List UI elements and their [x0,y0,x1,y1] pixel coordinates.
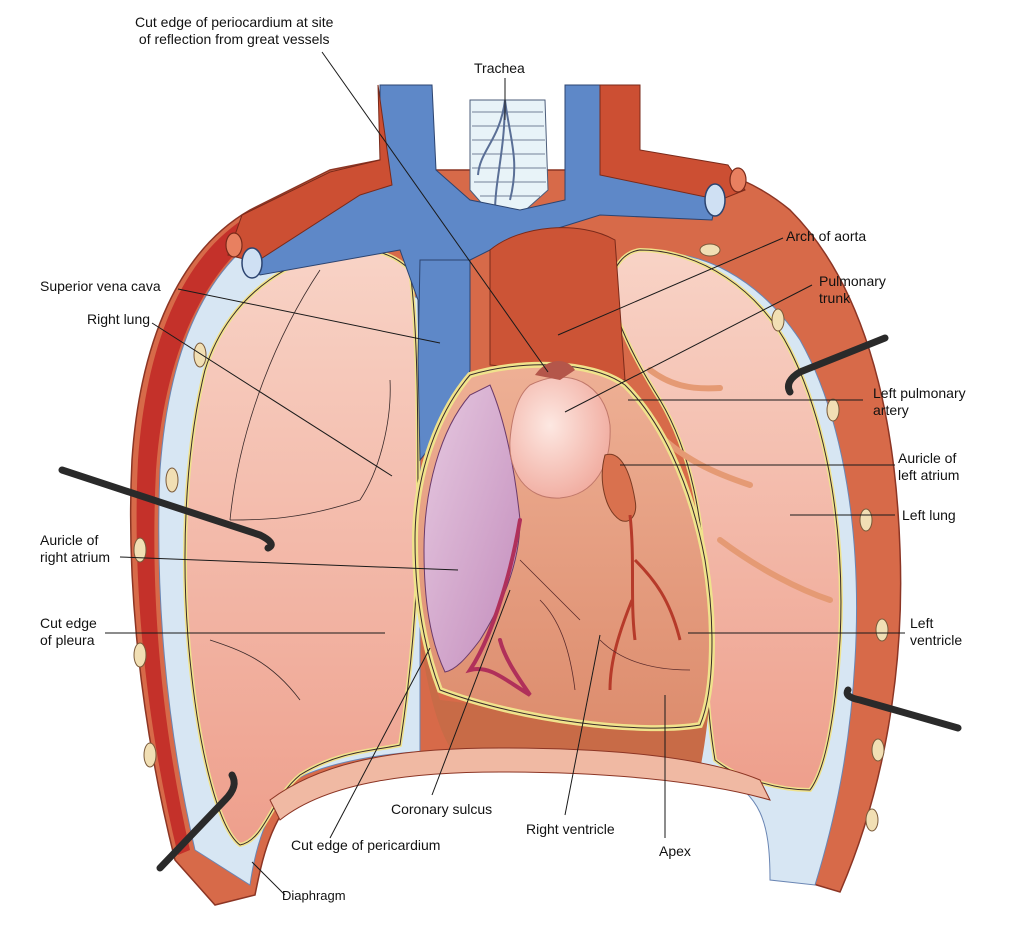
label-pulmonary-trunk-line2: trunk [819,290,851,306]
label-cut-edge-reflection-line2: of reflection from great vessels [138,31,330,47]
label-pulmonary-trunk-line1: Pulmonary [819,273,886,289]
label-cut-edge-pericardium: Cut edge of pericardium [291,837,441,853]
leader-line [431,589,511,796]
label-left-ventricle-line2: ventricle [910,632,963,648]
aortic-arch [489,227,626,381]
rib-stump [133,537,147,563]
rib-stump [875,618,889,642]
retractor-right-top [784,334,889,396]
label-cut-edge-reflection: Cut edge of periocardium at site of refl… [135,14,333,48]
label-cut-edge-pleura-line2: of pleura [40,632,95,648]
label-superior-vena-cava: Superior vena cava [40,278,161,294]
label-auricle-left-atrium-line2: left atrium [898,467,960,483]
leader-line [251,861,286,896]
leader-line [321,51,549,373]
label-left-pulmonary-artery-line1: Left pulmonary [873,385,966,401]
label-right-ventricle: Right ventricle [526,821,615,837]
rib-stump [133,642,147,668]
leader-line [151,322,393,477]
right-atrium [423,384,521,673]
label-auricle-right-atrium-line2: right atrium [40,549,111,565]
label-cut-edge-reflection-line1: Cut edge of periocardium at site [135,14,334,30]
label-left-lung: Left lung [902,507,956,523]
left-pulmonary-artery [535,360,575,380]
leader-line [564,284,813,413]
label-diaphragm: Diaphragm [282,888,346,903]
label-left-pulmonary-artery-line2: artery [873,402,909,418]
left-auricle [601,453,637,522]
retractor-left [58,466,275,552]
leader-line [557,237,784,336]
vein-stump-left [704,183,726,217]
label-apex: Apex [659,843,691,859]
label-cut-edge-pleura-line1: Cut edge [40,615,97,631]
label-cut-edge-pleura: Cut edge of pleura [40,615,97,649]
label-coronary-sulcus: Coronary sulcus [391,801,493,817]
artery-stump-right [225,232,243,258]
brachiocephalic-artery [227,84,393,263]
rib-stump [859,508,873,532]
rib-stump [193,342,207,368]
pulmonary-trunk [509,376,611,499]
pericardium-outline [414,364,713,729]
label-auricle-right-atrium: Auricle of right atrium [40,532,110,566]
diaphragm-surface [269,747,771,821]
label-left-ventricle: Left ventricle [910,615,962,649]
label-left-pulmonary-artery: Left pulmonary artery [873,385,966,419]
label-arch-of-aorta: Arch of aorta [786,228,867,244]
rib-stump [826,398,840,422]
leader-line [329,647,431,839]
leader-line [119,556,459,571]
label-trachea: Trachea [474,60,525,76]
label-auricle-left-atrium-line1: Auricle of [898,450,957,466]
rib-stump [143,742,157,768]
rib-stump [699,243,721,257]
leader-line [564,634,601,816]
rib-stump [871,738,885,762]
label-auricle-left-atrium: Auricle of left atrium [898,450,959,484]
label-pulmonary-trunk: Pulmonary trunk [819,273,886,307]
vein-stump-right [241,247,263,279]
right-coronary-artery [465,518,532,697]
label-auricle-right-atrium-line1: Auricle of [40,532,99,548]
leader-line [177,288,441,344]
retractor-right-bottom [843,686,962,732]
rib-stump [165,467,179,493]
chest-wall-left-rim [136,215,262,855]
retractor-bottom-left [156,771,238,872]
label-left-ventricle-line1: Left [910,615,934,631]
rib-stump [771,308,785,332]
artery-stump-left [729,167,747,193]
rib-stump [865,808,879,832]
right-lung-fissure [209,269,391,701]
pericardium-base [420,640,712,770]
anterior-interventricular-artery [608,514,682,691]
label-right-lung: Right lung [87,311,151,327]
cardiac-veins [519,559,691,691]
